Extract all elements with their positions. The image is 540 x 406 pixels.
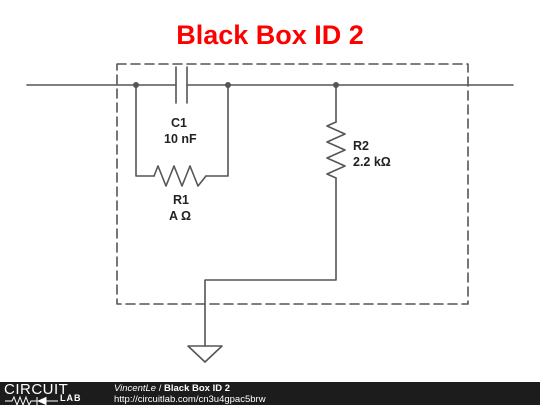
diagram-title: Black Box ID 2 (176, 20, 364, 50)
r1-right-wire (205, 84, 229, 177)
junction-dot (225, 82, 231, 88)
ground-wire (204, 177, 337, 347)
junction-dot (133, 82, 139, 88)
author-link[interactable]: VincentLe (114, 383, 157, 394)
circuitlab-logo[interactable]: CIRCUIT LAB (4, 381, 96, 406)
circuit-url-link[interactable]: http://circuitlab.com/cn3u4gpac5brw (114, 394, 266, 405)
black-box-boundary (116, 63, 469, 305)
c1-value: 10 nF (164, 132, 197, 146)
circuit-name: Black Box ID 2 (164, 383, 231, 394)
breadcrumb-separator: / (156, 383, 165, 394)
footer-bar: CIRCUIT LAB VincentLe / Black Box ID 2 h… (0, 381, 540, 406)
resistor-r1 (153, 165, 207, 187)
logo-resistor-icon (5, 395, 58, 406)
r1-left-wire (135, 84, 155, 177)
logo-wordmark: CIRCUIT (4, 381, 69, 398)
ground-icon (187, 345, 223, 363)
r1-designator: R1 (173, 193, 189, 207)
footer-credits: VincentLe / Black Box ID 2 http://circui… (114, 383, 266, 405)
r2-value: 2.2 kΩ (353, 155, 391, 169)
capacitor-c1 (175, 66, 188, 104)
resistor-r2 (326, 121, 346, 179)
junction-dot (333, 82, 339, 88)
c1-designator: C1 (171, 116, 187, 130)
logo-lab-text: LAB (60, 393, 82, 403)
r1-value: A Ω (169, 209, 192, 223)
r2-designator: R2 (353, 139, 369, 153)
